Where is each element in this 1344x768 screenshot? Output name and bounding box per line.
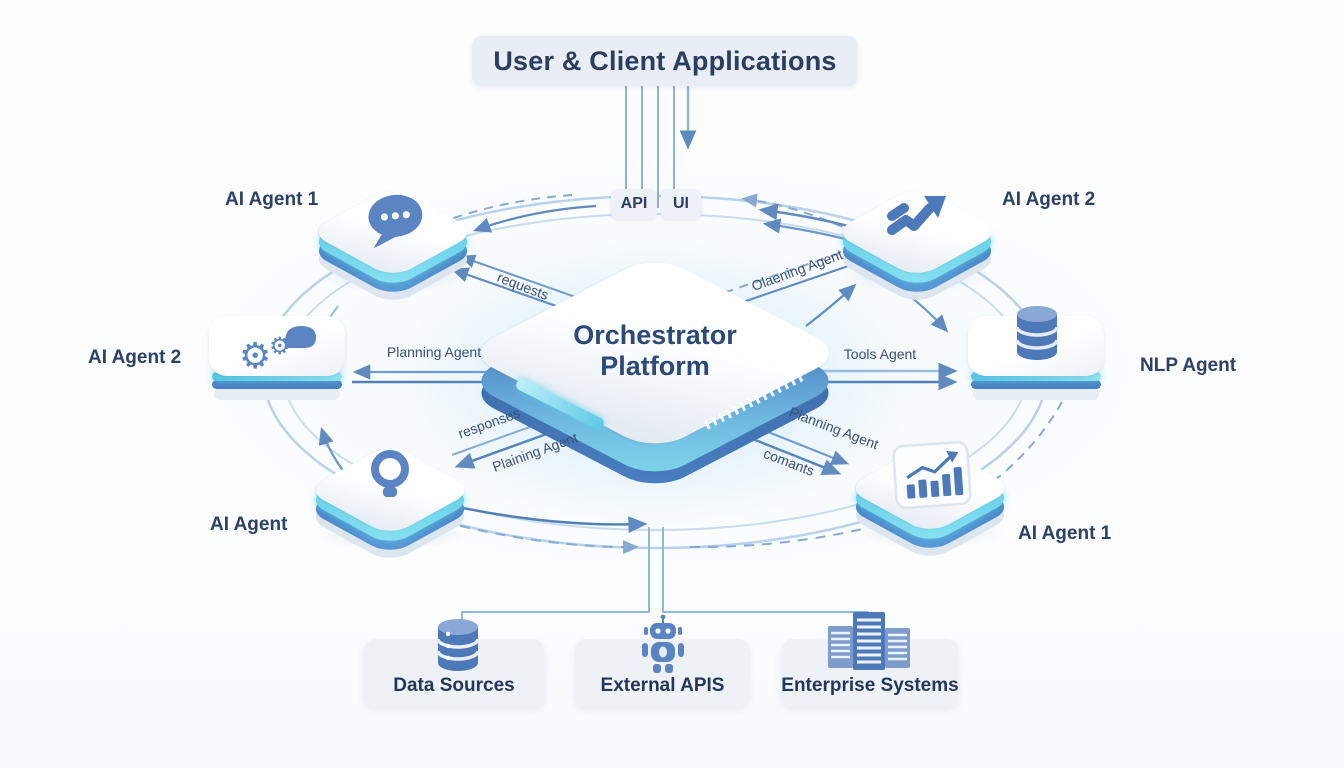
tile-base-layer — [973, 388, 1099, 400]
svg-text:⚙: ⚙ — [269, 332, 291, 360]
api-badge-label: API — [620, 195, 648, 212]
tile-base-layer — [214, 388, 340, 400]
agent-label-bottom-right: AI Agent 1 — [1018, 523, 1112, 544]
tile-cyan-layer — [212, 372, 342, 381]
orchestrator-platform-node: Orchestrator Platform — [455, 253, 855, 493]
enterprise-systems-label: Enterprise Systems — [781, 675, 959, 696]
trend-arrow-icon — [887, 196, 946, 235]
orchestrator-label-line1: Orchestrator — [573, 320, 737, 350]
header-title: User & Client Applications — [493, 45, 837, 76]
agent-label-bottom-left: AI Agent — [210, 514, 288, 535]
chat-bubble-icon — [368, 194, 423, 249]
tile-top-face — [209, 316, 345, 376]
flow-label-tools: Tools Agent — [843, 346, 917, 362]
buildings-icon — [828, 612, 910, 670]
light-bulb-icon — [371, 450, 409, 497]
svg-text:⚙: ⚙ — [239, 336, 271, 374]
ui-badge: UI — [661, 189, 701, 219]
tile-cyan-layer — [971, 372, 1101, 381]
tile-blue-layer — [971, 380, 1101, 389]
tile-blue-layer — [212, 380, 342, 389]
agent-label-top-right: AI Agent 2 — [1002, 189, 1096, 210]
external-apis-label: External APIS — [600, 675, 725, 696]
agent-node-top-right — [832, 172, 1002, 306]
agent-node-bottom-left — [305, 430, 475, 564]
database-icon — [1015, 306, 1059, 360]
system-box-enterprise-systems: Enterprise Systems — [781, 639, 959, 707]
gears-icon: ⚙ ⚙ — [239, 326, 317, 374]
api-badge: API — [611, 189, 657, 219]
data-sources-label: Data Sources — [393, 675, 515, 696]
agent-node-mid-right — [968, 306, 1104, 404]
ui-badge-label: UI — [673, 195, 689, 212]
agent-label-top-left: AI Agent 1 — [225, 189, 319, 210]
agent-label-mid-left: AI Agent 2 — [88, 347, 182, 368]
agent-node-bottom-right — [845, 428, 1015, 562]
flow-label-planning-left: Planning Agent — [386, 344, 482, 360]
orchestrator-label: Orchestrator Platform — [455, 320, 855, 382]
robot-icon — [642, 614, 684, 673]
database-icon — [436, 619, 480, 671]
agent-node-top-left — [308, 172, 478, 306]
header-box: User & Client Applications — [472, 36, 858, 86]
agent-node-mid-left: ⚙ ⚙ — [209, 316, 345, 404]
agent-label-mid-right: NLP Agent — [1140, 355, 1237, 376]
orchestrator-label-line2: Platform — [600, 351, 710, 381]
bar-chart-icon — [892, 440, 972, 510]
